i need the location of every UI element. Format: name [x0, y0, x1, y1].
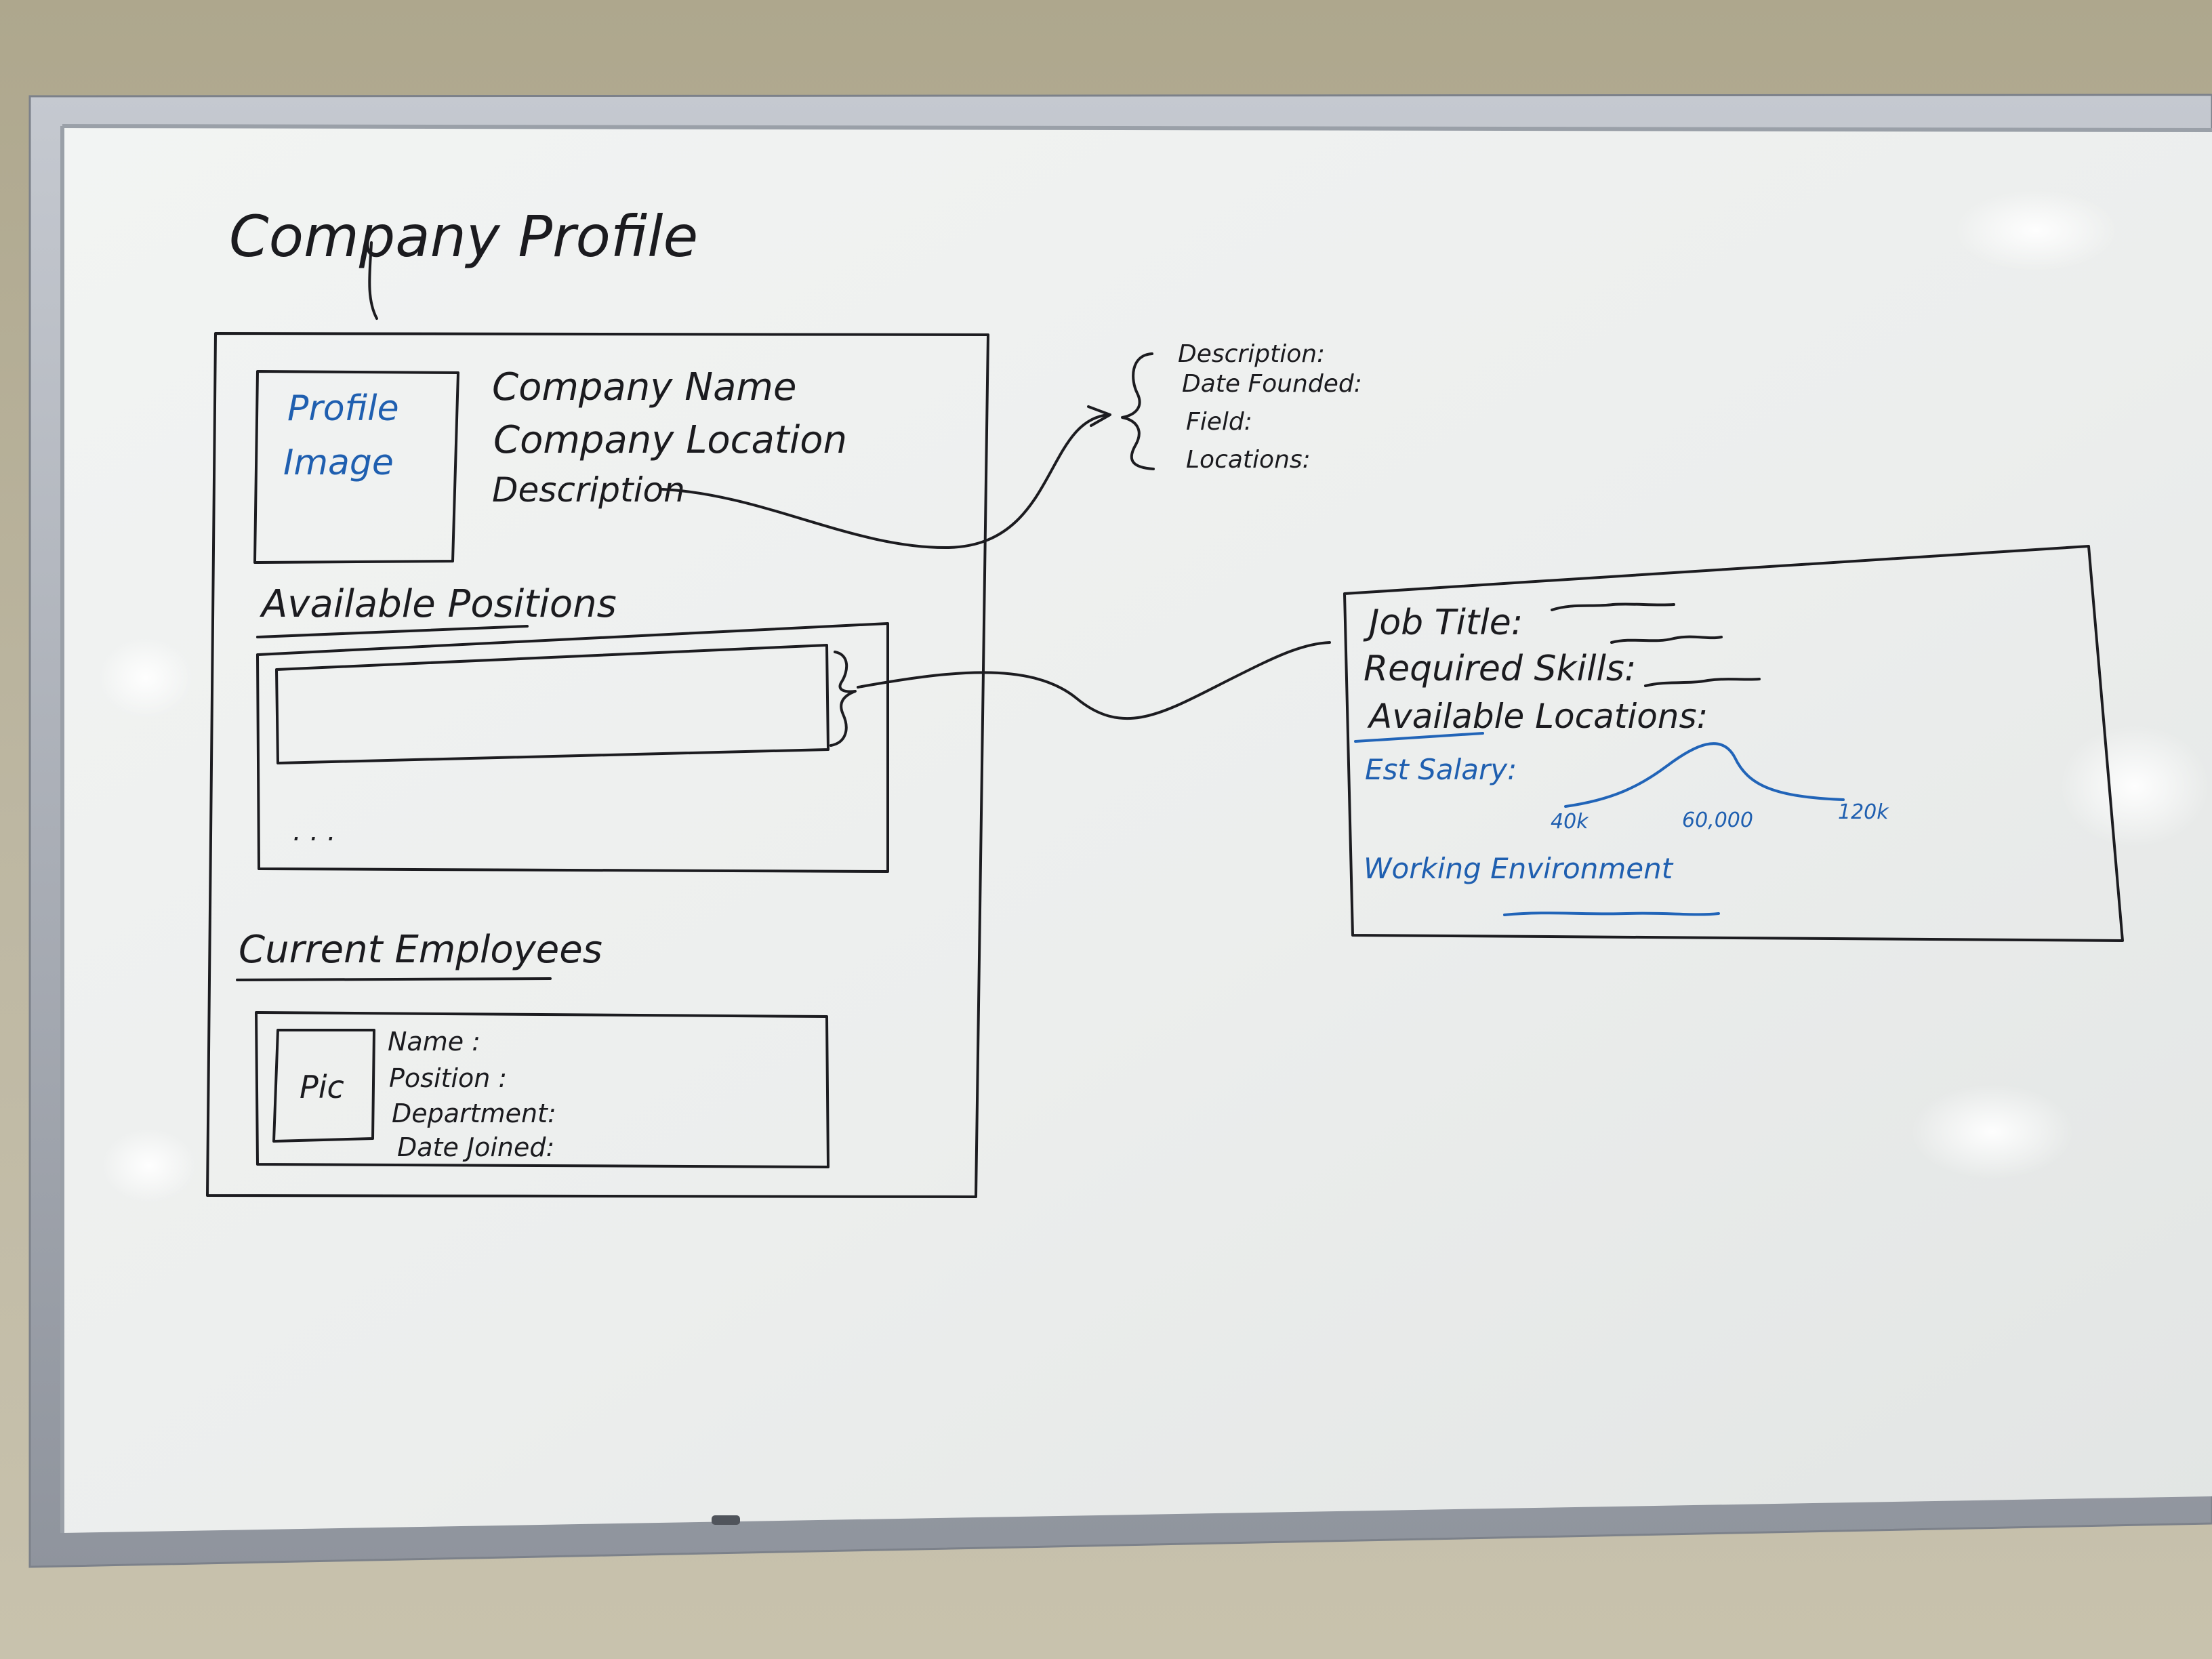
whiteboard-frame [28, 94, 2212, 1568]
description-details-list: Description: Date Founded: Field: Locati… [1178, 340, 1362, 474]
position-item-box [275, 644, 830, 764]
job-detail-divider [1354, 732, 1484, 743]
description-label: Description [492, 470, 685, 510]
working-environment-value-line [1503, 912, 1720, 916]
est-salary-label: Est Salary: [1365, 753, 1517, 786]
salary-tick-60000: 60,000 [1682, 808, 1753, 832]
profile-image-label-line2: Image [283, 443, 394, 483]
glare-reflections [98, 190, 2209, 1203]
employee-fields-list: Name : Position : Department: Date Joine… [388, 1027, 556, 1162]
employee-card-box [255, 1011, 830, 1168]
available-locations-value-line [1644, 678, 1761, 687]
detail-locations: Locations: [1186, 446, 1311, 474]
description-connector-arrowhead [1087, 405, 1111, 427]
employee-pic-label: Pic [300, 1069, 344, 1105]
description-brace [1121, 352, 1155, 470]
required-skills-label: Required Skills: [1364, 649, 1637, 689]
title-underline-stroke [368, 241, 378, 320]
positions-ellipsis: . . . [293, 816, 336, 847]
position-connector [857, 641, 1331, 720]
detail-date-founded: Date Founded: [1182, 370, 1362, 398]
salary-tick-120k: 120k [1838, 800, 1889, 824]
job-title-label: Job Title: [1363, 602, 1523, 643]
available-positions-underline [256, 625, 529, 638]
employee-pic-box [272, 1029, 375, 1143]
available-locations-label: Available Locations: [1367, 697, 1708, 736]
available-positions-heading: Available Positions [260, 582, 617, 626]
profile-image-box [253, 370, 459, 564]
profile-image-label-line1: Profile [287, 388, 399, 429]
employee-field-position: Position : [389, 1063, 507, 1093]
description-connector [661, 413, 1110, 550]
job-detail-fields: Job Title: Required Skills: Available Lo… [1354, 602, 1889, 916]
job-title-value-line [1551, 602, 1675, 611]
position-brace [830, 651, 857, 747]
employee-field-name: Name : [388, 1027, 480, 1057]
salary-tick-40k: 40k [1551, 810, 1589, 834]
profile-wireframe [206, 332, 989, 1198]
job-detail-box [1343, 545, 2124, 942]
employee-field-department: Department: [392, 1099, 556, 1128]
page-title: Company Profile [229, 203, 698, 270]
marker-tray-smudge [712, 1515, 740, 1525]
employee-field-date-joined: Date Joined: [397, 1132, 554, 1162]
positions-list-box [256, 622, 889, 873]
current-employees-underline [236, 977, 552, 981]
salary-distribution-curve [1564, 742, 1845, 808]
detail-description: Description: [1178, 340, 1325, 368]
company-location-label: Company Location [493, 418, 847, 462]
current-employees-heading: Current Employees [239, 928, 602, 972]
required-skills-value-line [1610, 635, 1723, 644]
company-name-label: Company Name [492, 365, 796, 409]
working-environment-label: Working Environment [1364, 852, 1674, 885]
detail-field: Field: [1186, 408, 1252, 436]
